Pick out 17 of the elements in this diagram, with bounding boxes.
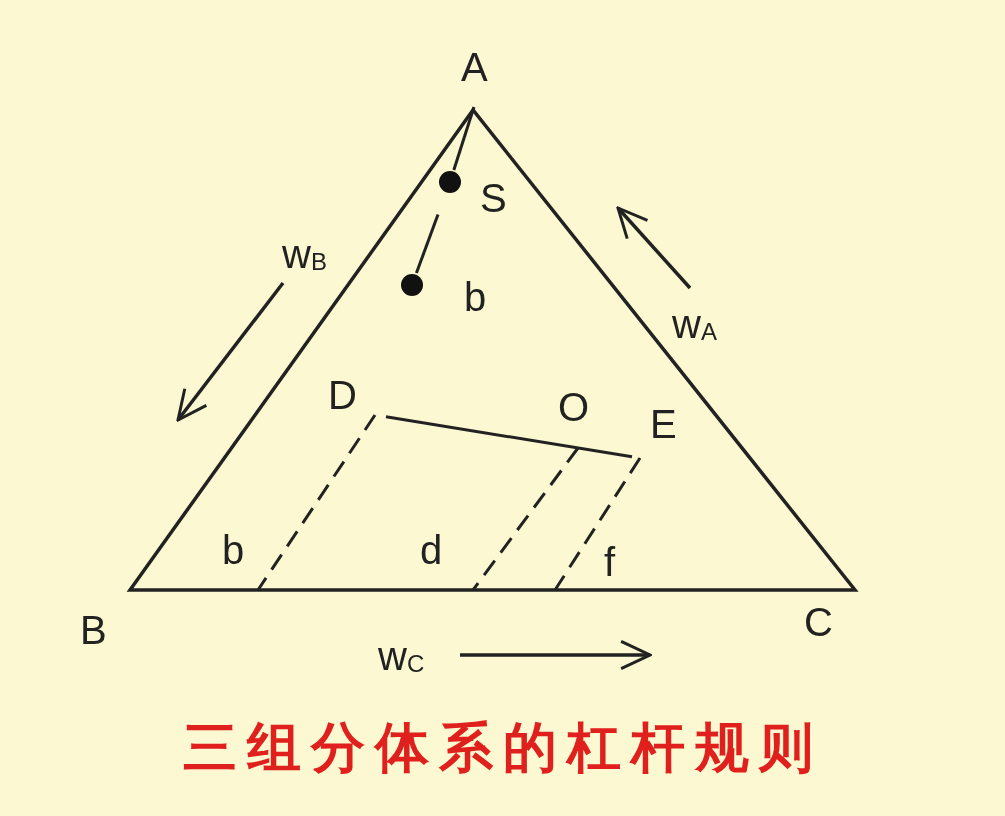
axis-label: w$_{B}$	[282, 232, 327, 278]
tie-line	[385, 415, 633, 459]
point-label: f	[604, 540, 616, 584]
point-label: O	[558, 385, 590, 429]
point-label: d	[420, 528, 443, 572]
axis-label: w$_{C}$	[378, 634, 425, 680]
point-label: E	[650, 402, 677, 446]
line	[415, 214, 440, 274]
vertex-label: C	[804, 600, 833, 644]
point-label: S	[480, 176, 507, 220]
point-label: D	[328, 373, 357, 417]
caption: 三组分体系的杠杆规则	[181, 714, 824, 781]
point-label: b	[222, 528, 245, 572]
vertex-label: B	[80, 608, 107, 652]
point-label: b	[464, 275, 487, 319]
axis-label: w$_{A}$	[672, 302, 717, 348]
vertex-label: A	[461, 45, 488, 89]
